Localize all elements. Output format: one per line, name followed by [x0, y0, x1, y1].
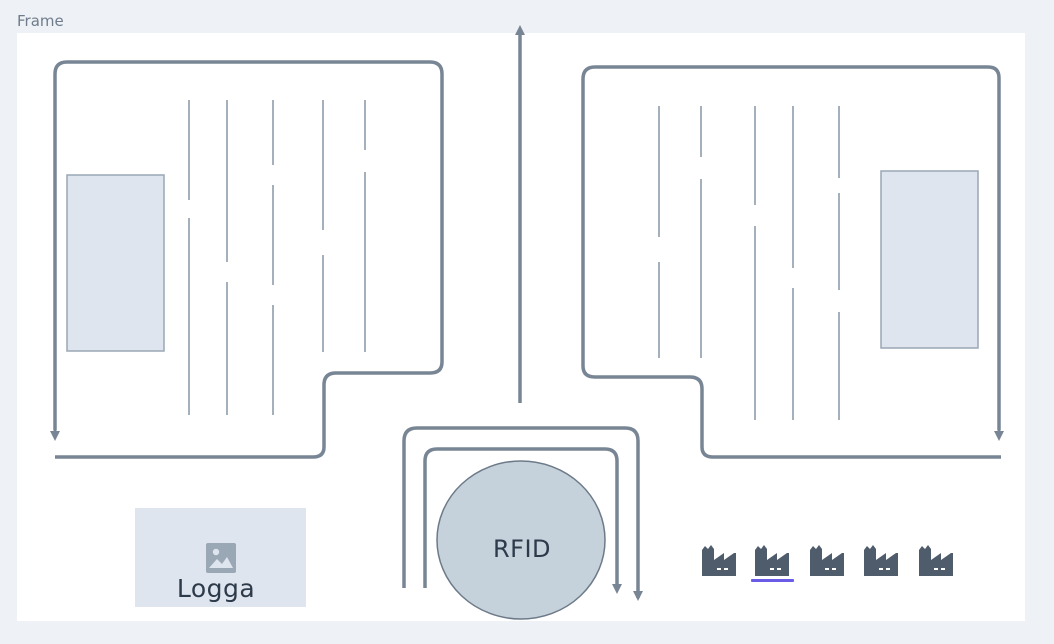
rfid-inner-loop: [423, 447, 619, 590]
rfid-label: RFID: [492, 535, 552, 563]
right-zone-path: [581, 65, 1001, 459]
machine-4[interactable]: [862, 540, 900, 578]
rfid-reader: [436, 460, 606, 620]
machine-1[interactable]: [700, 540, 738, 578]
left-zone-path: [53, 60, 444, 459]
left-aisle-lines: [188, 100, 366, 415]
right-shelf: [880, 170, 979, 349]
factory-icon: [810, 545, 844, 576]
machine-5[interactable]: [917, 540, 955, 578]
factory-icon: [919, 545, 953, 576]
rfid-outer-loop: [402, 426, 640, 598]
logo-text: Logga: [176, 574, 256, 603]
factory-icon: [755, 545, 789, 576]
image-icon: [206, 543, 236, 573]
frame-label: Frame: [17, 12, 64, 30]
right-aisle-lines: [658, 106, 840, 420]
factory-icon: [864, 545, 898, 576]
factory-icon: [702, 545, 736, 576]
selected-machine-indicator: [751, 579, 794, 582]
machine-3[interactable]: [808, 540, 846, 578]
machine-2[interactable]: [753, 540, 791, 578]
left-shelf: [66, 174, 165, 352]
